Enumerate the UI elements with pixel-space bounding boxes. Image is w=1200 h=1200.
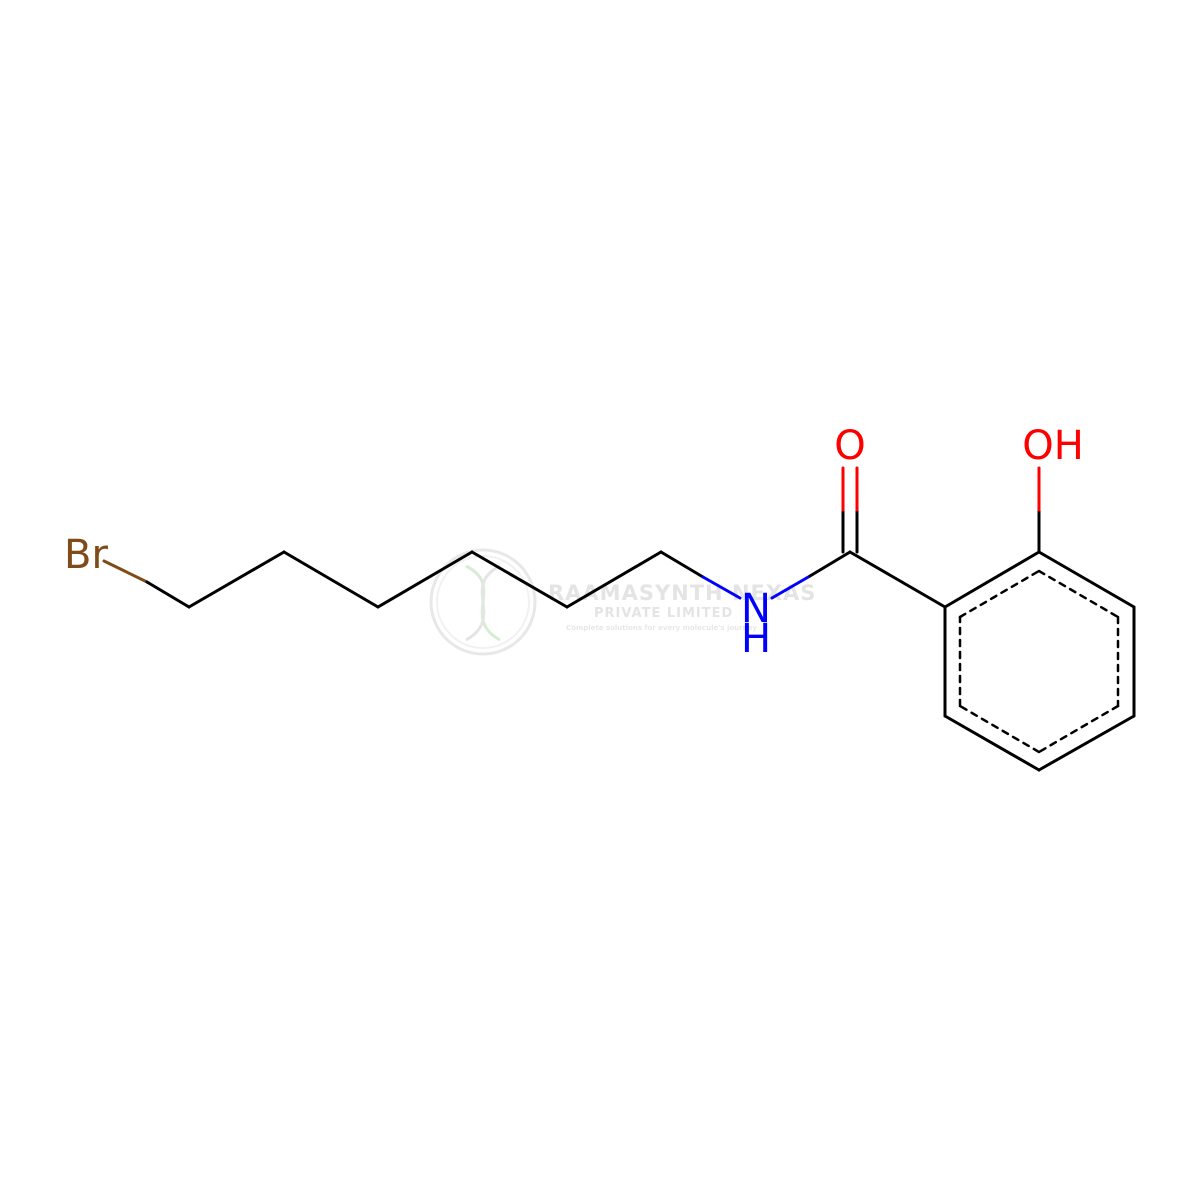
bond-chain-1 bbox=[187, 550, 286, 609]
watermark-subtitle: PRIVATE LIMITED bbox=[594, 606, 733, 621]
bond-carbonyl-ring bbox=[848, 550, 947, 609]
bonds bbox=[102, 466, 1136, 772]
bond-chain-3 bbox=[376, 550, 474, 609]
watermark-ring bbox=[429, 548, 537, 656]
bromine-label: Br bbox=[64, 532, 108, 578]
amide-nitrogen-label: N bbox=[741, 586, 771, 632]
hydroxyl-label: OH bbox=[1022, 423, 1084, 469]
aromatic-dash-5 bbox=[958, 704, 1041, 754]
bond-c-n-carbon-half bbox=[659, 550, 705, 579]
watermark: RAAMASYNTH NEXAS PRIVATE LIMITED Complet… bbox=[429, 548, 815, 656]
atom-labels: Br O OH N H bbox=[64, 423, 1084, 662]
amide-hydrogen-label: H bbox=[741, 616, 771, 662]
bond-chain-2 bbox=[282, 550, 380, 609]
watermark-helix-strand-icon bbox=[465, 564, 501, 642]
bond-br-c-bromine-half bbox=[102, 559, 149, 584]
bond-br-c-carbon-half bbox=[145, 580, 191, 609]
ring-bond-2 bbox=[1037, 550, 1136, 609]
aromatic-dash-2 bbox=[1037, 569, 1120, 619]
bond-chain-4 bbox=[470, 550, 569, 609]
watermark-inner-ring bbox=[436, 555, 530, 649]
bond-c-n-nitrogen-half bbox=[701, 575, 742, 600]
carbonyl-oxygen-label: O bbox=[834, 423, 865, 469]
aromatic-dash-1 bbox=[958, 569, 1041, 619]
ring-bond-4 bbox=[1037, 714, 1136, 772]
aromatic-dash-4 bbox=[1037, 704, 1120, 754]
ring-bond-5 bbox=[943, 714, 1041, 772]
bond-chain-5 bbox=[565, 550, 663, 609]
bond-n-carbonyl-nitrogen-half bbox=[770, 574, 812, 600]
watermark-tagline: Complete solutions for every molecule's … bbox=[566, 624, 757, 632]
ring-bond-1 bbox=[943, 550, 1041, 609]
bond-n-carbonyl-carbon-half bbox=[808, 550, 852, 578]
aromatic-ring bbox=[958, 569, 1120, 754]
